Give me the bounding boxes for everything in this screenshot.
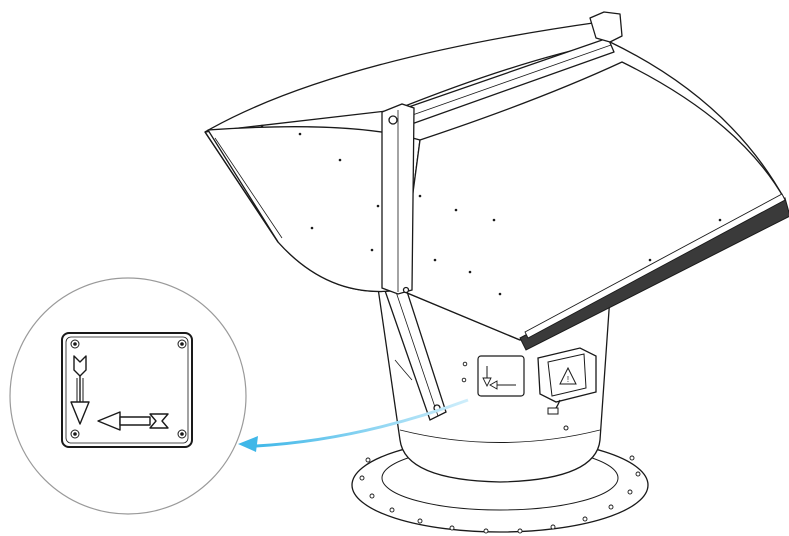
body-screws [461,361,468,383]
hood-assembly [204,11,786,341]
svg-text:!: ! [567,375,569,384]
left-arrow-icon [97,411,169,431]
callout-arrow [238,398,469,452]
vertical-post [381,103,415,295]
junction-box: ! [537,347,597,431]
down-arrow-icon [70,355,90,425]
warning-triangle-icon [559,366,577,385]
hood-rivets [260,124,722,296]
flange-bolt-holes [359,455,641,534]
detail-callout [9,277,247,515]
hood-grille [519,193,789,351]
airflow-plate-small [477,355,525,397]
